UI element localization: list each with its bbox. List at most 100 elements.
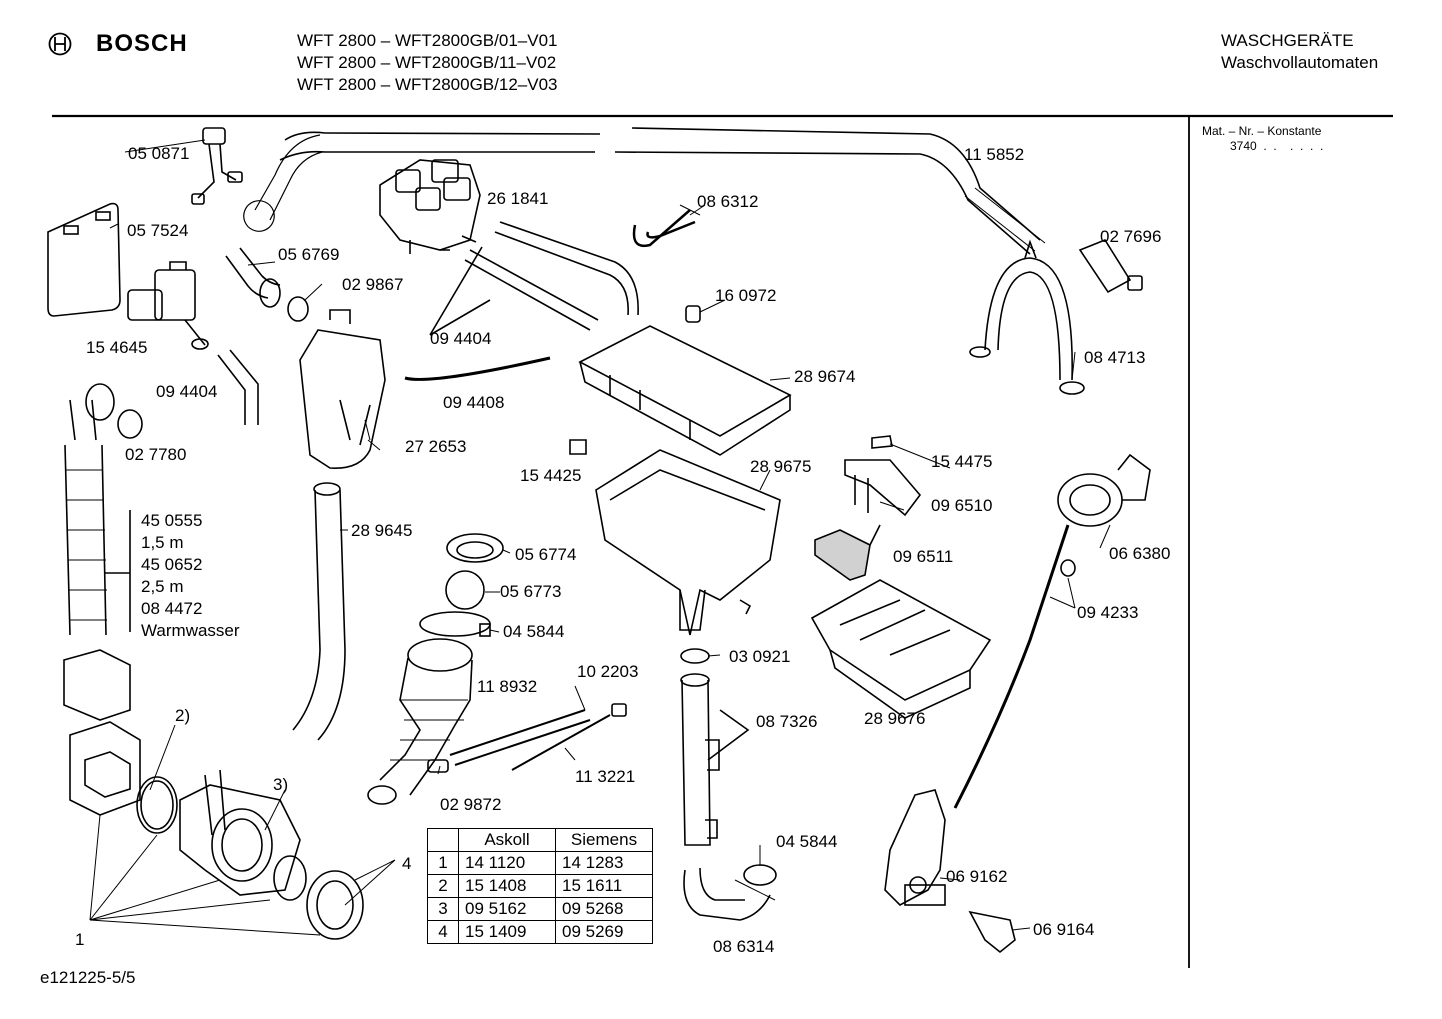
bellows-118932 [367,638,473,805]
part-label: 08 6312 [697,192,759,211]
sidebar-constant-title: Mat. – Nr. – Konstante [1202,124,1322,138]
hose-group-item: Warmwasser [141,621,240,640]
table-row: 4 15 1409 09 5269 [427,920,653,944]
table-header-cell [427,828,459,852]
part-label: 08 7326 [756,712,818,731]
seal-154425 [569,439,587,455]
category-block: WASCHGERÄTE Waschvollautomaten [1221,30,1378,74]
container-272653 [299,309,386,469]
part-label: 09 4233 [1077,603,1139,622]
part-label: 05 0871 [128,144,190,163]
hose-094404-b [494,221,639,316]
table-cell: 09 5269 [555,920,653,944]
table-row: 1 14 1120 14 1283 [427,851,653,875]
part-label: 11 5852 [964,145,1025,164]
dispenser-cover-289674 [578,325,792,456]
seal-056774 [446,533,504,563]
table-cell: 15 1611 [555,874,653,898]
part-label: 15 4645 [86,338,148,357]
manufacturer-parts-table: Askoll Siemens 1 14 1120 14 1283 2 15 14… [427,828,653,944]
leader-094404 [429,246,491,336]
callout-1: 1 [75,930,85,949]
hose-102203 [449,709,591,766]
pressure-switch-066380 [1057,453,1151,527]
sidebar-constant-value: 3740 . . . . . . [1230,139,1324,153]
elbow-056769 [225,247,281,299]
seal-029867 [287,296,309,322]
model-line: WFT 2800 – WFT2800GB/01–V01 [297,31,558,50]
table-cell: 14 1283 [555,851,653,875]
inlet-valve-154645 [127,261,209,350]
part-label: 11 3221 [575,767,636,786]
part-label: 02 9867 [342,275,404,294]
callout-3: 3) [273,775,289,794]
hose-group-item: 45 0555 [141,511,203,530]
y-connector-050871 [191,127,243,205]
table-header-cell: Siemens [555,828,653,852]
label-leaders [109,139,1111,931]
category-title: WASCHGERÄTE [1221,31,1354,50]
model-line: WFT 2800 – WFT2800GB/11–V02 [297,53,557,72]
inlet-hose-115852 [279,127,1046,255]
part-label: 10 2203 [577,662,639,681]
drain-hose-450555 [64,383,131,636]
table-cell: 15 1408 [458,874,556,898]
hose-094404-a [464,249,599,331]
category-subtitle: Waschvollautomaten [1221,53,1379,72]
solenoid-valve-261841 [379,159,481,254]
part-154475 [871,435,893,449]
hose-group-item: 45 0652 [141,555,203,574]
part-label: 28 9674 [794,367,856,386]
part-label: 02 9872 [440,795,502,814]
bellows-inlet [243,134,323,232]
part-label: 27 2653 [405,437,467,456]
hose-094408 [404,356,551,381]
dispenser-housing-289675 [595,449,781,636]
holder-069162 [884,789,946,906]
part-label: 08 6314 [713,937,775,956]
drain-tube-087326 [680,673,750,846]
part-label: 09 4404 [430,329,492,348]
part-label: 02 7780 [125,445,187,464]
model-list: WFT 2800 – WFT2800GB/01–V01 WFT 2800 – W… [297,30,557,96]
bosch-armature-icon [48,32,72,56]
part-label: 04 5844 [776,832,838,851]
hose-289645-end [313,482,341,496]
table-cell-index: 4 [427,920,459,944]
part-label: 04 5844 [503,622,565,641]
part-label: 16 0972 [715,286,777,305]
table-cell: 14 1120 [458,851,556,875]
part-label: 06 9162 [946,867,1008,886]
part-069164 [968,910,1016,954]
part-label: 09 4404 [156,382,218,401]
part-label: 28 9675 [750,457,812,476]
connector-160972 [685,305,701,323]
seal-030921 [680,648,710,664]
hose-group-item: 2,5 m [141,577,184,596]
model-line: WFT 2800 – WFT2800GB/12–V03 [297,75,558,94]
hose-086314 [683,867,776,921]
part-label: 11 8932 [477,677,538,696]
hose-group-list: 45 0555 1,5 m 45 0652 2,5 m 08 4472 Warm… [141,510,240,642]
cable-113221 [511,714,611,771]
table-cell: 09 5162 [458,897,556,921]
hose-094404-left [217,349,259,425]
callout-4: 4 [402,854,412,873]
part-label: 09 6511 [893,547,954,566]
part-label: 08 4713 [1084,348,1146,367]
bosch-logo: BOSCH [48,30,188,58]
part-label: 02 7696 [1100,227,1162,246]
part-label: 28 9676 [864,709,926,728]
hose-group-item: 1,5 m [141,533,184,552]
cover-plate-057524 [47,202,121,317]
part-label: 05 7524 [127,221,189,240]
table-cell-index: 3 [427,897,459,921]
lever-096511 [814,524,881,581]
drain-pump-assembly [63,649,364,940]
callout-leaders [89,724,396,936]
callout-2: 2) [175,706,191,725]
table-cell: 15 1409 [458,920,556,944]
part-label: 15 4425 [520,466,582,485]
part-label: 06 6380 [1109,544,1171,563]
